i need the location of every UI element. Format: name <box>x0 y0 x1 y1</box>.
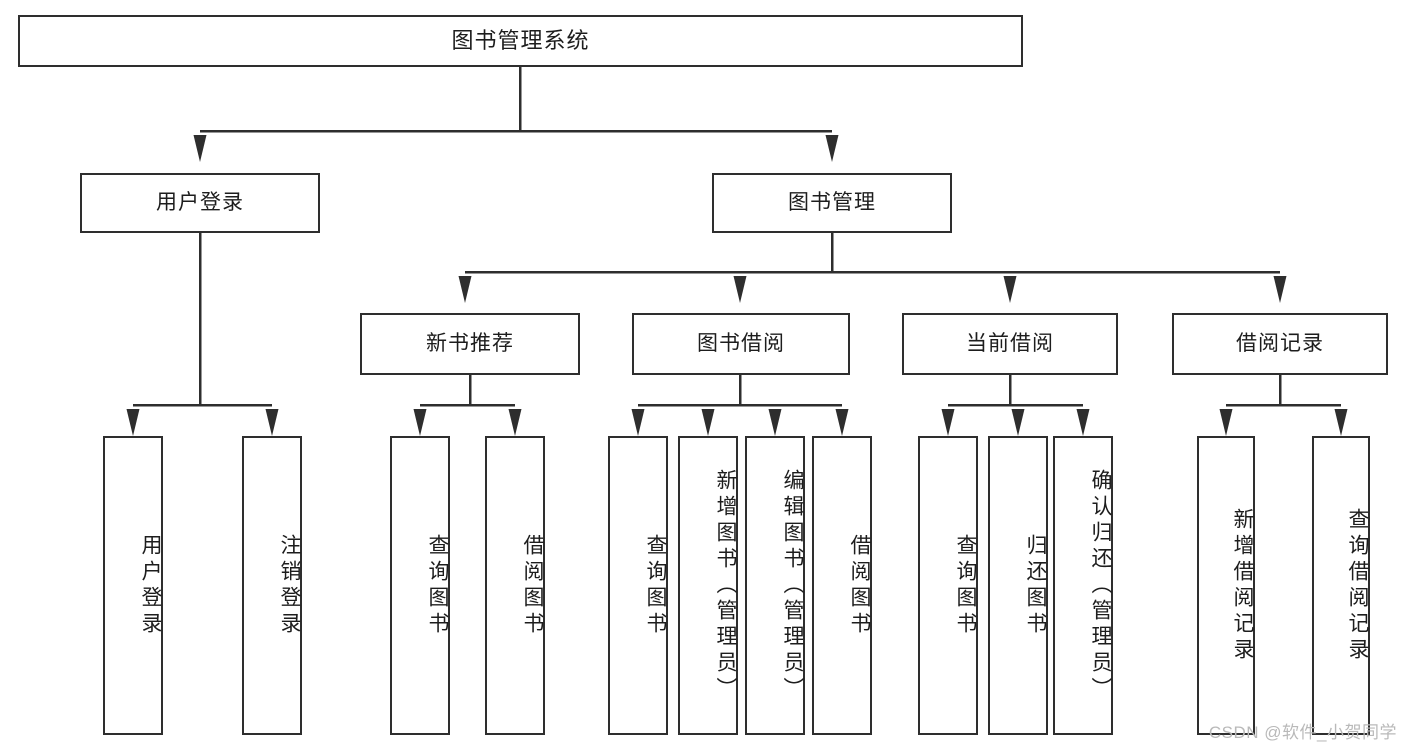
node-root-system[interactable]: 图书管理系统 <box>18 15 1023 67</box>
node-leaf-borrow-book-recommend[interactable]: 借阅图书 <box>485 436 545 735</box>
node-label: 新增借阅记录 <box>1231 507 1254 664</box>
node-leaf-query-book-current[interactable]: 查询图书 <box>918 436 978 735</box>
node-label: 用户登录 <box>139 533 162 638</box>
node-label: 图书管理 <box>788 191 876 215</box>
node-leaf-add-book-admin[interactable]: 新增图书（管理员） <box>678 436 738 735</box>
node-label: 当前借阅 <box>966 332 1054 356</box>
node-label: 借阅记录 <box>1236 332 1324 356</box>
node-borrow-records[interactable]: 借阅记录 <box>1172 313 1388 375</box>
node-label: 借阅图书 <box>521 533 544 638</box>
node-label: 归还图书 <box>1024 533 1047 638</box>
node-label: 查询借阅记录 <box>1346 507 1369 664</box>
node-user-login[interactable]: 用户登录 <box>80 173 320 233</box>
node-leaf-borrow-book[interactable]: 借阅图书 <box>812 436 872 735</box>
node-label: 图书借阅 <box>697 332 785 356</box>
node-label: 查询图书 <box>426 533 449 638</box>
node-label: 编辑图书（管理员） <box>781 468 804 703</box>
node-label: 图书管理系统 <box>451 27 590 53</box>
node-label: 新增图书（管理员） <box>714 468 737 703</box>
node-leaf-return-book[interactable]: 归还图书 <box>988 436 1048 735</box>
node-leaf-user-login[interactable]: 用户登录 <box>103 436 163 735</box>
node-leaf-logout[interactable]: 注销登录 <box>242 436 302 735</box>
node-book-borrow[interactable]: 图书借阅 <box>632 313 850 375</box>
node-label: 注销登录 <box>278 533 301 638</box>
node-leaf-query-book-borrow[interactable]: 查询图书 <box>608 436 668 735</box>
watermark-text: CSDN @软件_小贺同学 <box>1208 723 1397 742</box>
node-label: 查询图书 <box>644 533 667 638</box>
node-label: 新书推荐 <box>426 332 514 356</box>
node-label: 用户登录 <box>156 191 244 215</box>
node-book-management[interactable]: 图书管理 <box>712 173 952 233</box>
node-leaf-query-book-recommend[interactable]: 查询图书 <box>390 436 450 735</box>
node-label: 查询图书 <box>954 533 977 638</box>
node-label: 借阅图书 <box>848 533 871 638</box>
node-leaf-add-borrow-record[interactable]: 新增借阅记录 <box>1197 436 1255 735</box>
node-current-borrow[interactable]: 当前借阅 <box>902 313 1118 375</box>
node-new-book-recommend[interactable]: 新书推荐 <box>360 313 580 375</box>
node-label: 确认归还（管理员） <box>1089 468 1112 703</box>
node-leaf-edit-book-admin[interactable]: 编辑图书（管理员） <box>745 436 805 735</box>
node-leaf-query-borrow-record[interactable]: 查询借阅记录 <box>1312 436 1370 735</box>
node-leaf-confirm-return-admin[interactable]: 确认归还（管理员） <box>1053 436 1113 735</box>
